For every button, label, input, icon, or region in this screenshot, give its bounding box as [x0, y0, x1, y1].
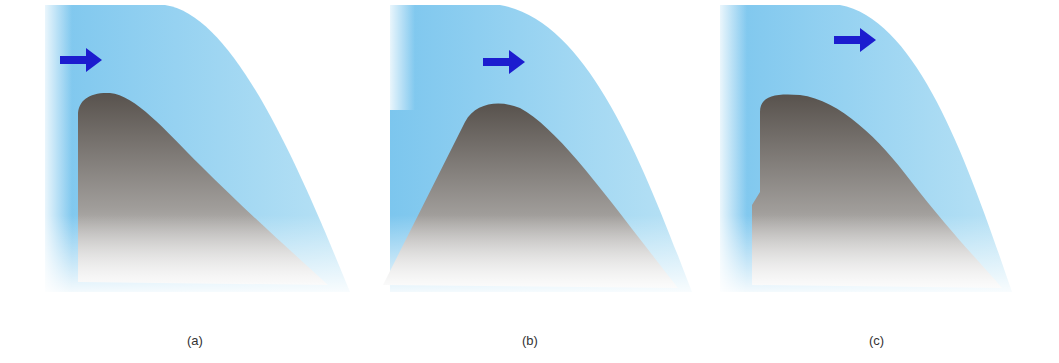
fade [0, 0, 42, 363]
fade [715, 0, 747, 300]
panel-label: (c) [869, 333, 884, 348]
fade [0, 215, 1059, 300]
panel-label: (a) [187, 333, 203, 348]
fade [700, 0, 717, 363]
fade [40, 0, 72, 300]
flow-arrow [483, 50, 525, 74]
panel-label: (b) [522, 333, 538, 348]
fade [0, 300, 1059, 363]
flow-arrow [60, 48, 102, 72]
flow-arrow [834, 28, 876, 52]
fade [385, 0, 415, 110]
